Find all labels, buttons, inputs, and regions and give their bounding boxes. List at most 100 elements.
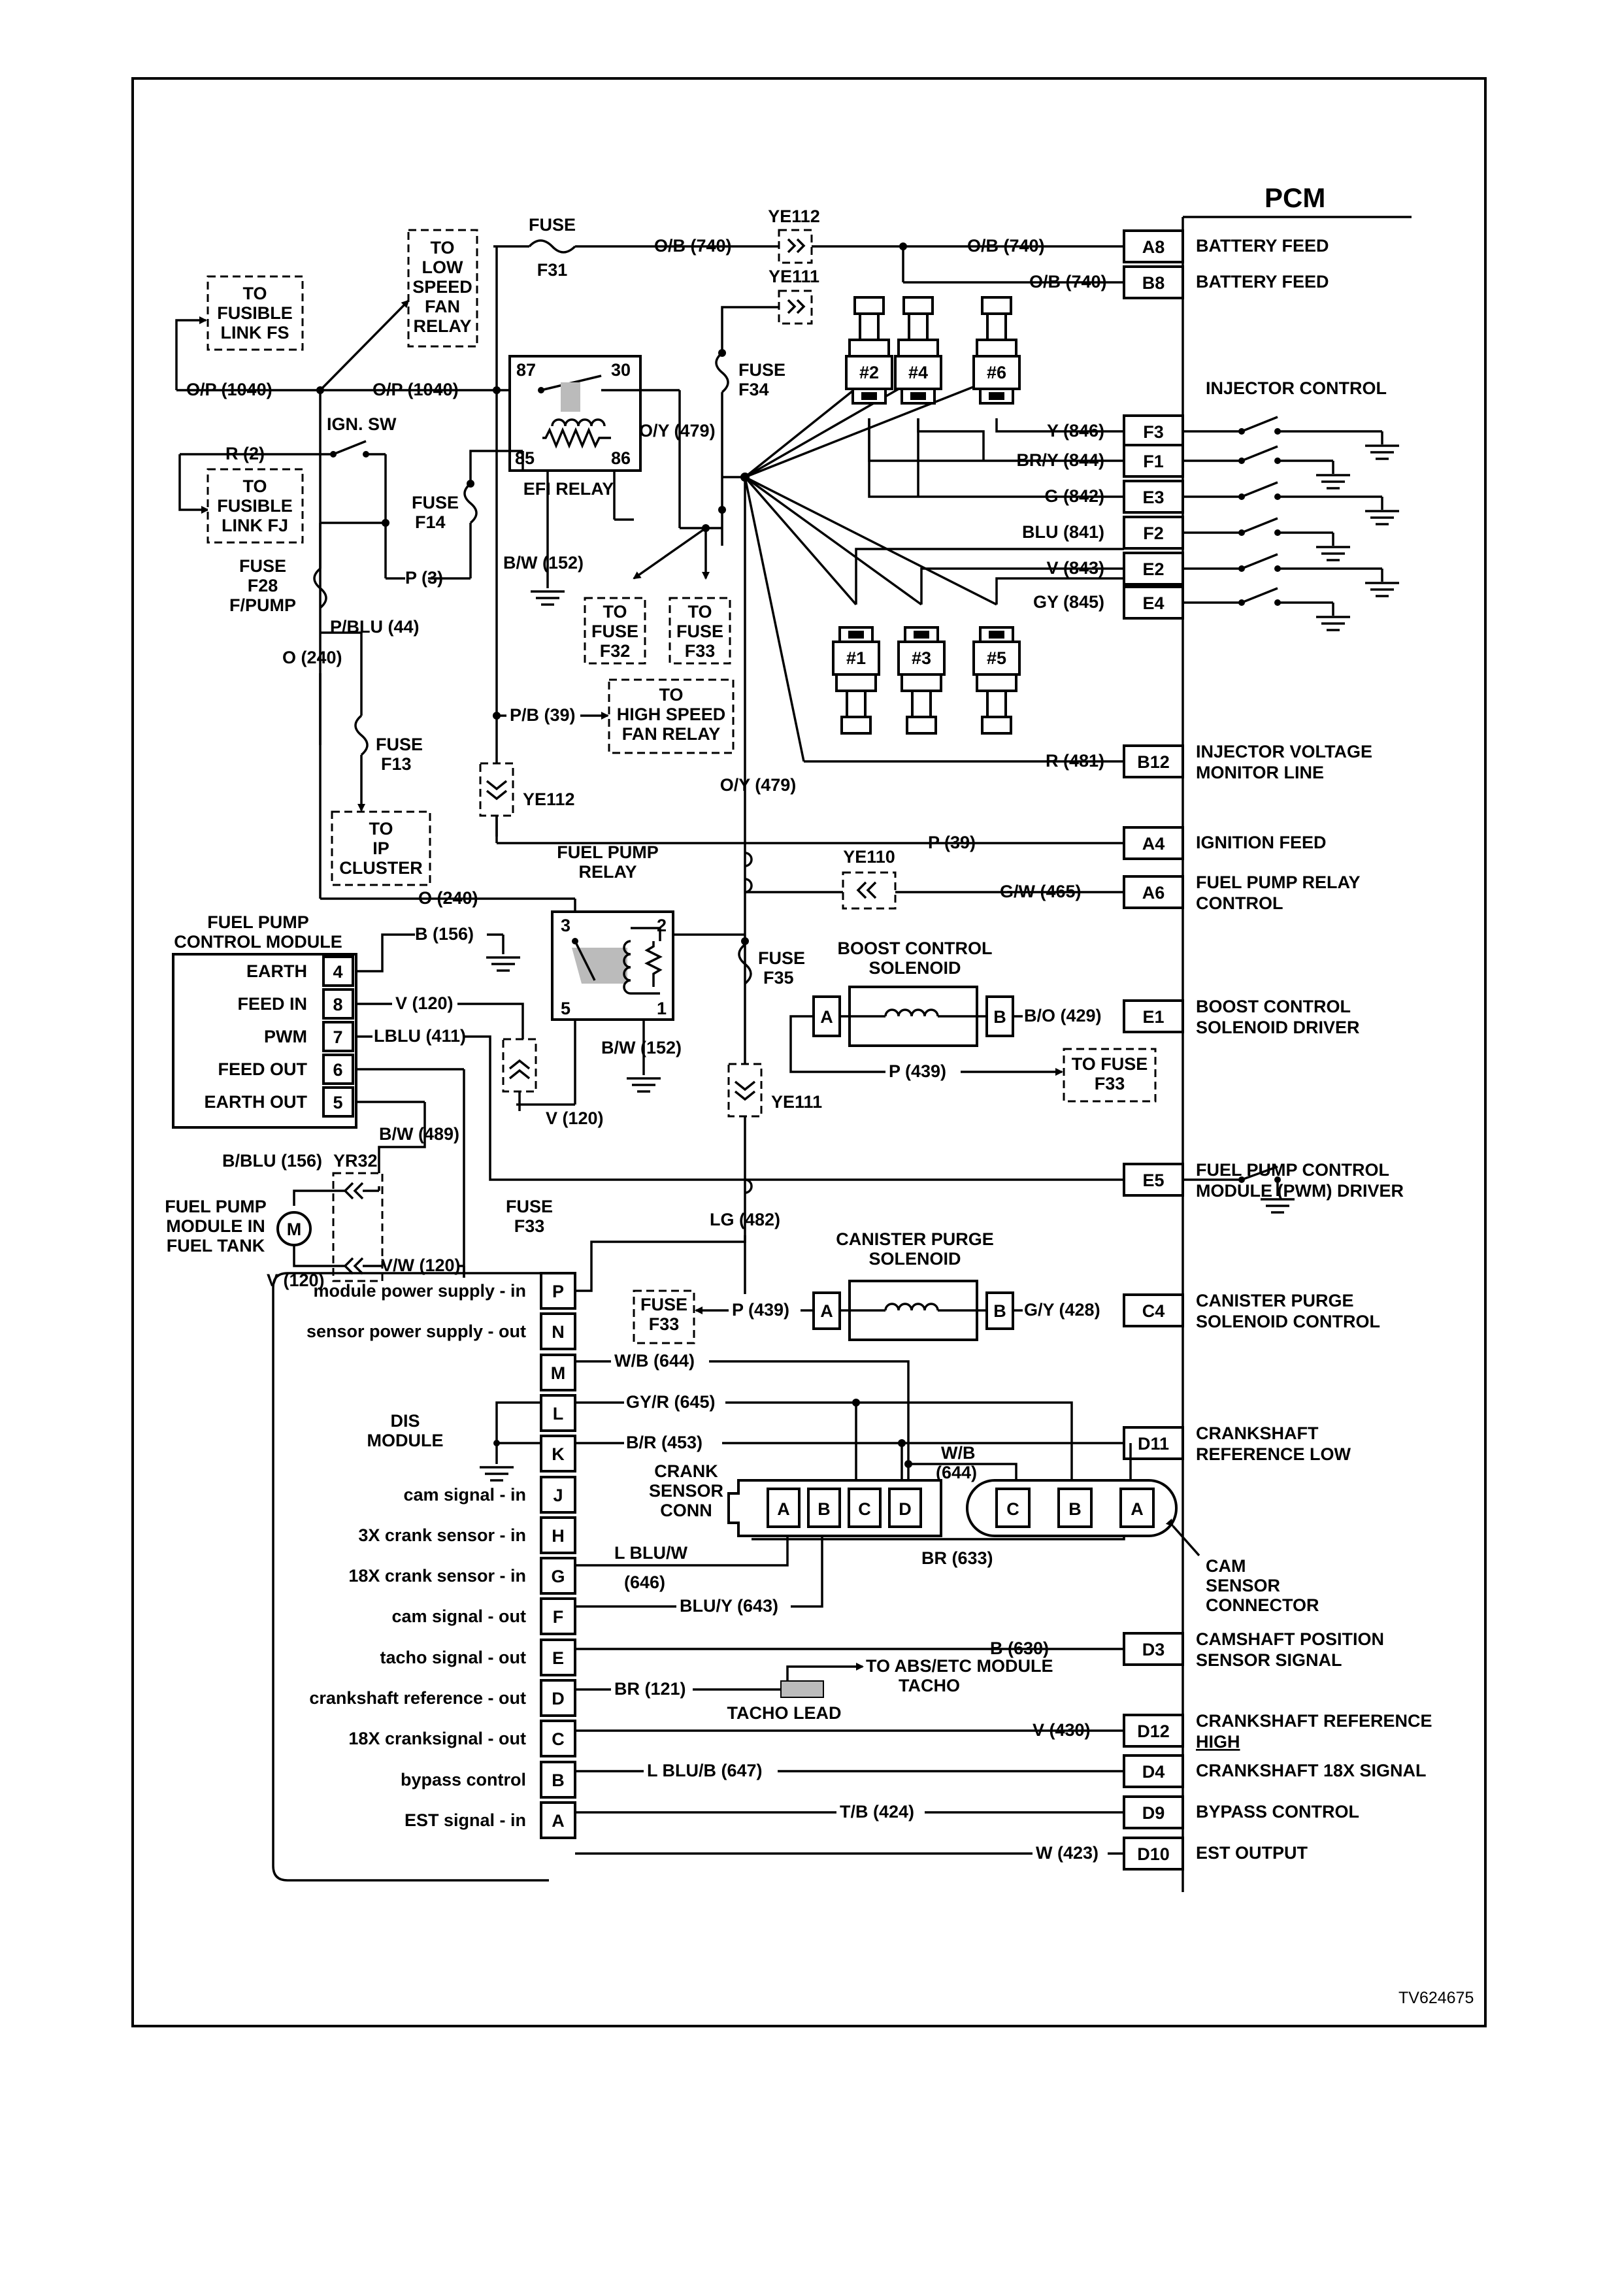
to-fusible-fs-box	[207, 275, 304, 351]
fpcm-row-pin: 4	[333, 962, 342, 982]
motor-label: M	[287, 1220, 302, 1239]
fuse-f35-a: FUSE	[758, 948, 805, 968]
to-fuse-f33b-box	[1063, 1048, 1157, 1103]
pcm-function-label: BATTERY FEED	[1196, 272, 1329, 291]
efi-relay	[508, 355, 642, 472]
pcm-function-label: CANISTER PURGE	[1196, 1291, 1354, 1310]
wire-lbluw-1: L BLU/W	[614, 1543, 687, 1563]
to-fuse-f33-1: TO	[687, 602, 712, 622]
pcm-function-label-2: SENSOR SIGNAL	[1196, 1650, 1342, 1670]
ground-symbol-efi	[531, 590, 565, 606]
pcm-function-label-2: MONITOR LINE	[1196, 763, 1324, 782]
crank-pin-box	[767, 1488, 801, 1528]
boost-solenoid-section: BOOST CONTROL SOLENOID A B B/O (429) P (…	[789, 939, 1157, 1103]
wire-br633: BR (633)	[921, 1548, 993, 1568]
cam-conn-1: CAM	[1206, 1556, 1246, 1576]
to-abs-1: TO ABS/ETC MODULE	[866, 1656, 1053, 1676]
pcm-pin-label: D12	[1137, 1722, 1170, 1741]
fuse-f14-b: F14	[415, 512, 446, 532]
dis-row: L	[540, 1394, 576, 1432]
wire-o240-a: O (240)	[282, 648, 342, 667]
wire-bw152-a: B/W (152)	[503, 553, 584, 573]
cam-pin-label: B	[1068, 1499, 1082, 1519]
fuse-f33-free-a: FUSE	[506, 1197, 553, 1216]
ign-sw-label: IGN. SW	[327, 414, 397, 434]
ground-symbol-fp-relay	[627, 1077, 661, 1093]
wire-lblub647: L BLU/B (647)	[647, 1761, 763, 1780]
fp-relay-pin-5: 5	[561, 999, 570, 1018]
crank-pin-box	[888, 1488, 922, 1528]
to-high-fan-3: FAN RELAY	[622, 724, 721, 744]
fpcm-row-name: EARTH	[246, 961, 307, 981]
pcm-function-label: CAMSHAFT POSITION	[1196, 1629, 1384, 1649]
injector-switch	[1183, 587, 1350, 631]
to-high-fan-1: TO	[659, 685, 683, 705]
to-low-fan-3: SPEED	[412, 277, 472, 297]
pcm-function-label: EST OUTPUT	[1196, 1843, 1308, 1863]
dis-pin-label: M	[551, 1363, 566, 1383]
wire-oy479-b: O/Y (479)	[720, 775, 797, 795]
pcm-pin-label: F1	[1143, 452, 1164, 471]
to-fusible-fj-3: LINK FJ	[222, 516, 288, 535]
pcm-wire-label: GY (845)	[1033, 592, 1104, 612]
dis-signal-label: tacho signal - out	[380, 1648, 526, 1667]
to-fusible-fj-box	[207, 468, 304, 544]
dis-signal-label: EST signal - in	[405, 1810, 526, 1830]
to-low-fan-5: RELAY	[413, 316, 471, 336]
pcm-function-label: CRANKSHAFT	[1196, 1423, 1319, 1443]
to-fuse-f32-3: F32	[600, 641, 631, 661]
fuse-f28-a: FUSE	[239, 556, 286, 576]
dis-signal-label: module power supply - in	[313, 1281, 526, 1301]
to-low-speed-fan-relay-box	[407, 229, 478, 348]
dis-signal-label: 3X crank sensor - in	[358, 1525, 526, 1545]
to-ip-cluster-1: TO	[369, 819, 393, 839]
wire-tb424: T/B (424)	[840, 1802, 914, 1822]
pcm-pin-label: C4	[1142, 1301, 1165, 1321]
dis-module-label-2: MODULE	[367, 1431, 444, 1450]
injector-label: #2	[859, 363, 879, 382]
injector-switch-group	[1183, 416, 1399, 631]
pcm-pin-label: E3	[1142, 488, 1164, 507]
injector-switch	[1183, 481, 1399, 525]
to-fuse-f32-1: TO	[603, 602, 627, 622]
efi-relay-label: EFI RELAY	[523, 479, 614, 499]
boost-title-1: BOOST CONTROL	[838, 939, 993, 958]
dis-row: M	[540, 1354, 576, 1391]
injector-label: #5	[987, 648, 1006, 668]
pcm-pin-label: A4	[1142, 834, 1165, 854]
canister-purge-section: CANISTER PURGE SOLENOID A B G/Y (428) P …	[633, 1229, 1100, 1344]
fpcm-row-pin: 8	[333, 995, 342, 1014]
pcm-pin-label: D11	[1138, 1434, 1169, 1454]
to-fusible-fs-1: TO	[242, 284, 267, 303]
wire-b630: B (630)	[990, 1639, 1049, 1658]
pcm-function-label-2: CONTROL	[1196, 893, 1283, 913]
to-fuse-f33b-2: F33	[1095, 1074, 1125, 1093]
wire-br453: B/R (453)	[626, 1433, 703, 1452]
wire-ob740-a8: O/B (740)	[967, 236, 1045, 256]
pcm-pin-label: F3	[1143, 422, 1164, 442]
fpcm-row-name: FEED IN	[237, 994, 307, 1014]
injector-label: #4	[908, 363, 928, 382]
pcm-pin-label: B12	[1137, 752, 1170, 772]
wire-wb644b-1: W/B	[941, 1443, 975, 1463]
fpcm-row-name: EARTH OUT	[205, 1092, 308, 1112]
fpcm-row-name: FEED OUT	[218, 1059, 307, 1079]
dis-signal-label: crankshaft reference - out	[309, 1688, 526, 1708]
dis-signal-label: sensor power supply - out	[306, 1322, 526, 1341]
fpcm-row-pin: 7	[333, 1027, 342, 1047]
